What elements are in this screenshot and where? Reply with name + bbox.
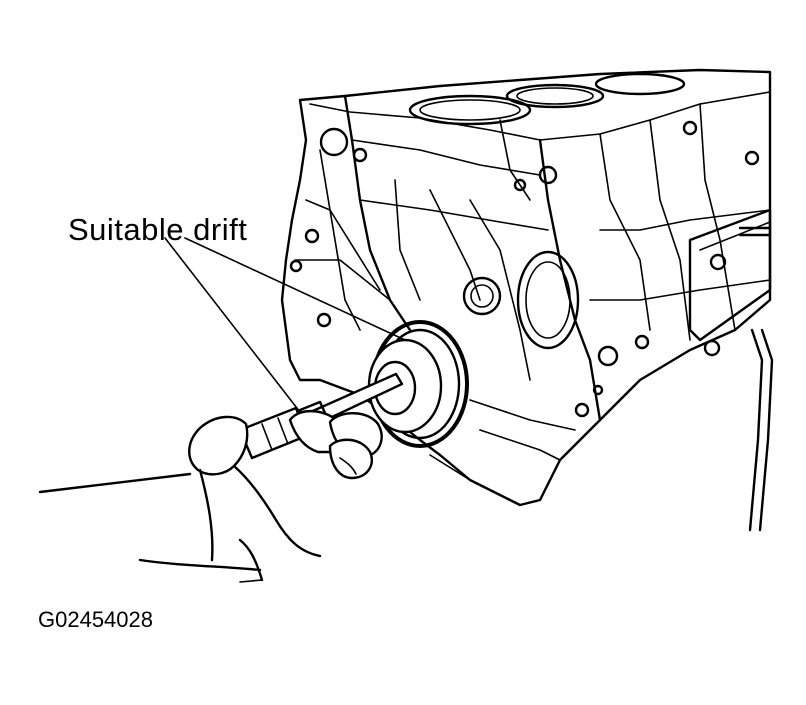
callout-label: Suitable drift (68, 212, 248, 247)
engine-block-icon (280, 68, 774, 532)
callout-leader (164, 237, 406, 413)
figure-id: G02454028 (38, 607, 153, 632)
hand-icon (38, 410, 383, 583)
